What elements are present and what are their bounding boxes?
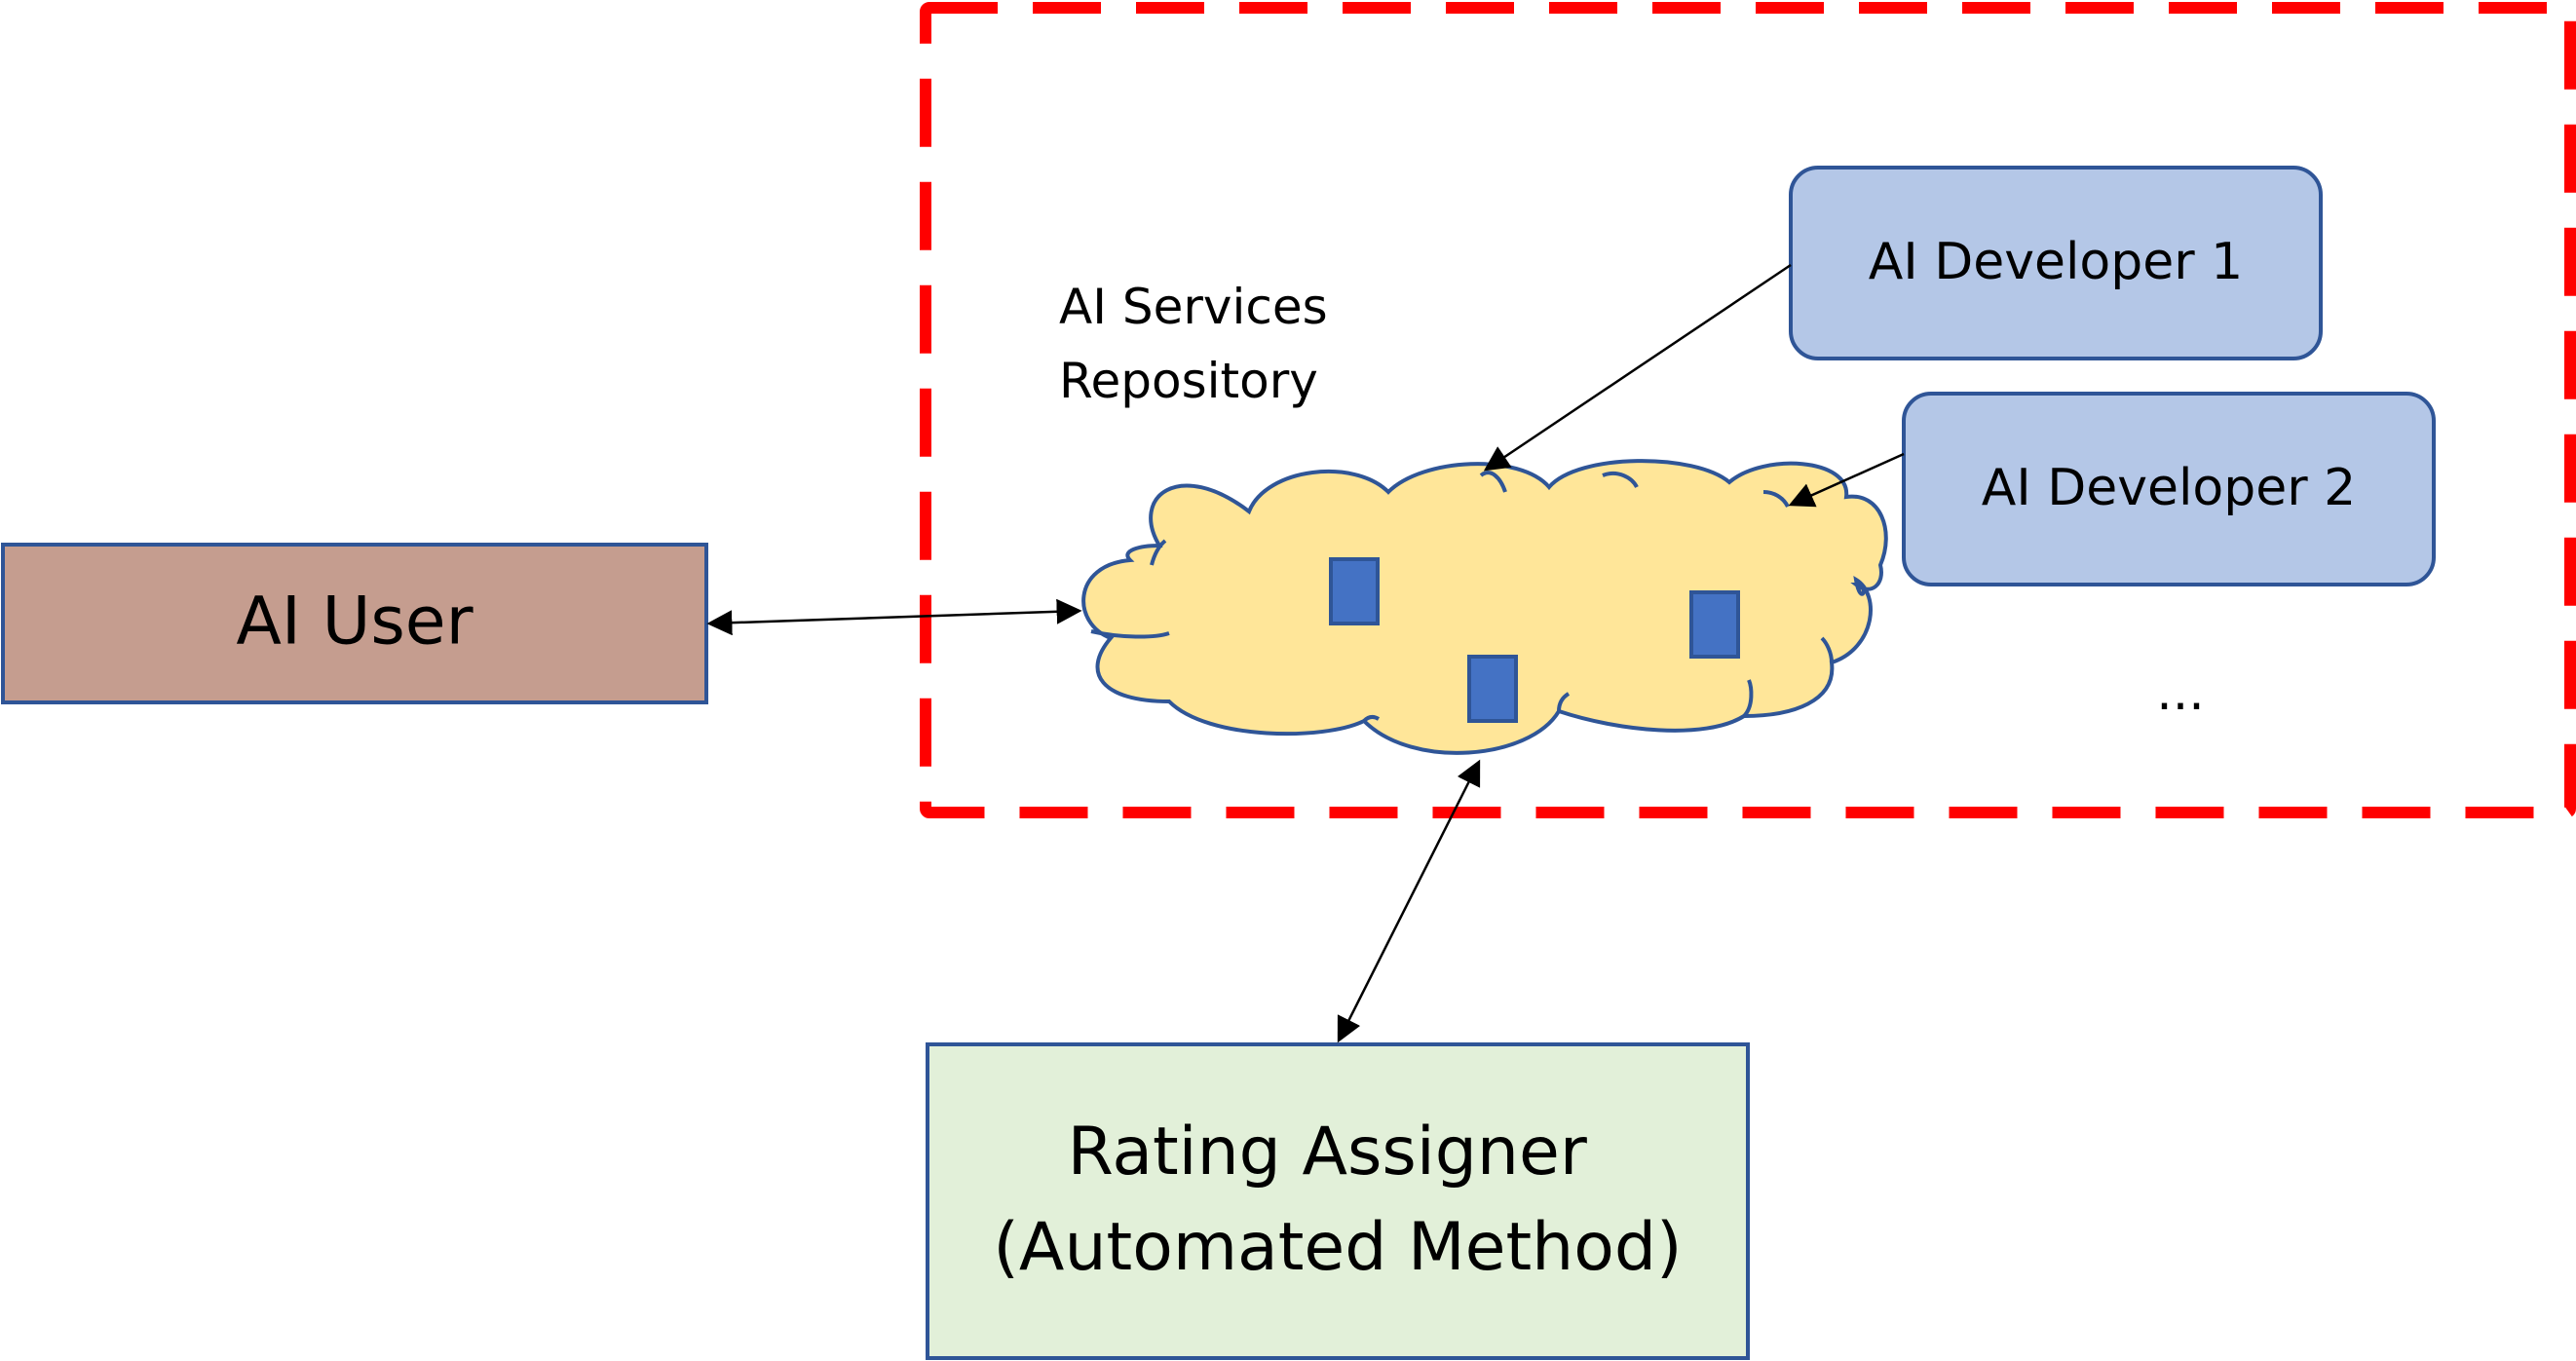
repository-label: AI Services Repository bbox=[1059, 279, 1344, 409]
repository-label-line2: Repository bbox=[1059, 353, 1318, 409]
repository-label-line1: AI Services bbox=[1059, 279, 1328, 335]
repository-boundary bbox=[920, 2, 2576, 818]
ai-developer-1-node: AI Developer 1 bbox=[1789, 166, 2323, 360]
connector-dev1-cloud bbox=[1483, 263, 1792, 472]
ai-service-block bbox=[1689, 590, 1740, 659]
ai-service-block bbox=[1467, 655, 1518, 723]
connector-cloud-rating bbox=[1337, 759, 1481, 1043]
ai-user-node: AI User bbox=[1, 543, 708, 704]
rating-assigner-node: Rating Assigner (Automated Method) bbox=[926, 1042, 1750, 1360]
rating-assigner-label-line2: (Automated Method) bbox=[993, 1209, 1682, 1286]
more-developers-ellipsis: ... bbox=[2156, 663, 2205, 722]
ai-user-label: AI User bbox=[236, 584, 473, 661]
rating-assigner-label-line1: Rating Assigner bbox=[1068, 1114, 1587, 1191]
ai-developer-1-label: AI Developer 1 bbox=[1869, 233, 2244, 291]
connector-user-cloud bbox=[706, 598, 1082, 636]
ai-service-block bbox=[1329, 557, 1380, 625]
repository-cloud bbox=[1081, 459, 1888, 755]
ai-developer-2-node: AI Developer 2 bbox=[1902, 392, 2436, 586]
ai-developer-2-label: AI Developer 2 bbox=[1982, 459, 2357, 517]
rating-assigner-label: Rating Assigner (Automated Method) bbox=[993, 1114, 1682, 1286]
connector-dev2-cloud bbox=[1788, 452, 1905, 508]
